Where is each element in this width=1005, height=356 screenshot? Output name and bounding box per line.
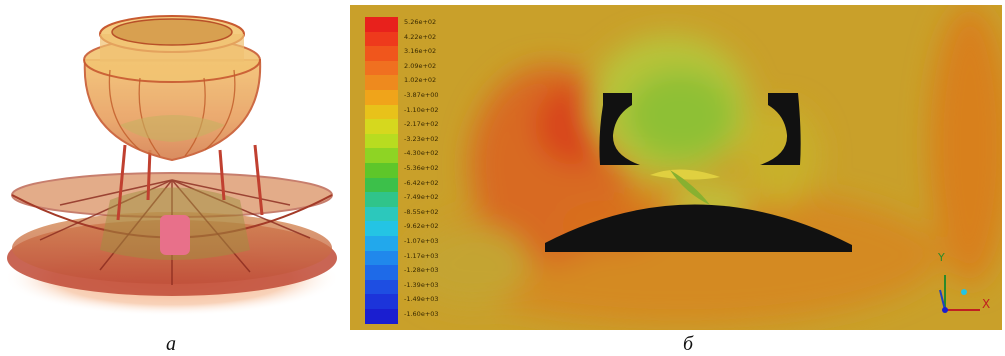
legend-label: 5.26e+02 bbox=[404, 18, 437, 26]
rotor bbox=[650, 169, 720, 180]
legend-swatch bbox=[365, 46, 398, 61]
legend-swatch bbox=[365, 221, 398, 236]
legend-label: 1.02e+02 bbox=[404, 76, 437, 85]
device-3d-model bbox=[4, 15, 340, 316]
legend-label: -1.17e+03 bbox=[404, 251, 439, 260]
bowl-inner bbox=[120, 115, 225, 142]
legend-label: -1.60e+03 bbox=[404, 310, 439, 318]
legend-swatch bbox=[365, 265, 398, 280]
legend-label: -5.36e+02 bbox=[404, 164, 439, 172]
legend-label: -6.42e+02 bbox=[404, 178, 439, 187]
legend-label: -9.62e+02 bbox=[404, 222, 439, 231]
pink-cylinder bbox=[160, 215, 190, 255]
legend-label: -1.10e+02 bbox=[404, 105, 439, 114]
legend-swatch bbox=[365, 17, 398, 32]
legend-swatch bbox=[365, 104, 398, 120]
color-legend: 5.26e+02 4.22e+02 3.16e+02 2.09e+02 1.02e+02… bbox=[365, 17, 440, 324]
legend-swatch bbox=[365, 119, 398, 134]
right-wing bbox=[760, 93, 801, 165]
cfd-contour-panel: Y X 5.26e+02 4.22e+02 3.16e+02 2.09e+02 1.02… bbox=[350, 5, 1002, 330]
legend-swatch bbox=[365, 133, 398, 149]
legend-swatch bbox=[365, 163, 398, 178]
legend-swatch bbox=[365, 294, 398, 309]
legend-label: -8.55e+02 bbox=[404, 207, 439, 216]
legend-swatch bbox=[365, 279, 398, 295]
legend-label: -3.87e+00 bbox=[404, 91, 439, 99]
legend-label: 4.22e+02 bbox=[404, 32, 437, 41]
legend-swatch bbox=[365, 236, 398, 251]
contour-field bbox=[350, 5, 1002, 330]
legend-swatch bbox=[365, 148, 398, 163]
legend-label: -1.07e+03 bbox=[404, 237, 439, 245]
caption-a: a bbox=[166, 333, 176, 355]
legend-label: 3.16e+02 bbox=[404, 47, 437, 56]
legend-label: -2.17e+02 bbox=[404, 120, 439, 129]
base-dome bbox=[545, 204, 852, 252]
legend-label: -4.30e+02 bbox=[404, 149, 439, 158]
caption-b: б bbox=[683, 333, 694, 355]
top-opening bbox=[111, 18, 233, 46]
legend-label: -1.28e+03 bbox=[404, 266, 439, 275]
legend-swatch bbox=[365, 90, 398, 105]
rotor-blade bbox=[670, 170, 710, 205]
legend-label: -1.39e+03 bbox=[404, 280, 439, 289]
legend-swatch bbox=[365, 75, 398, 90]
legend-swatch bbox=[365, 206, 398, 222]
legend-swatch bbox=[365, 192, 398, 207]
legend-label: -3.23e+02 bbox=[404, 134, 439, 143]
legend-swatch bbox=[365, 177, 398, 193]
legend-swatch bbox=[365, 60, 398, 76]
left-wing bbox=[599, 93, 640, 165]
legend-swatch bbox=[365, 309, 398, 324]
legend-label: -1.49e+03 bbox=[404, 295, 439, 304]
axis-triad bbox=[939, 275, 980, 313]
model-render-panel bbox=[0, 0, 345, 330]
legend-label: -7.49e+02 bbox=[404, 193, 439, 202]
legend-swatch bbox=[365, 31, 398, 47]
upper-bowl bbox=[83, 59, 262, 162]
contour-regions bbox=[410, 5, 1002, 325]
support-legs bbox=[116, 144, 264, 221]
legend-swatch bbox=[365, 250, 398, 266]
legend-label: 2.09e+02 bbox=[404, 61, 437, 70]
axis-x-label: X bbox=[982, 297, 991, 311]
axis-y-label: Y bbox=[938, 251, 945, 264]
